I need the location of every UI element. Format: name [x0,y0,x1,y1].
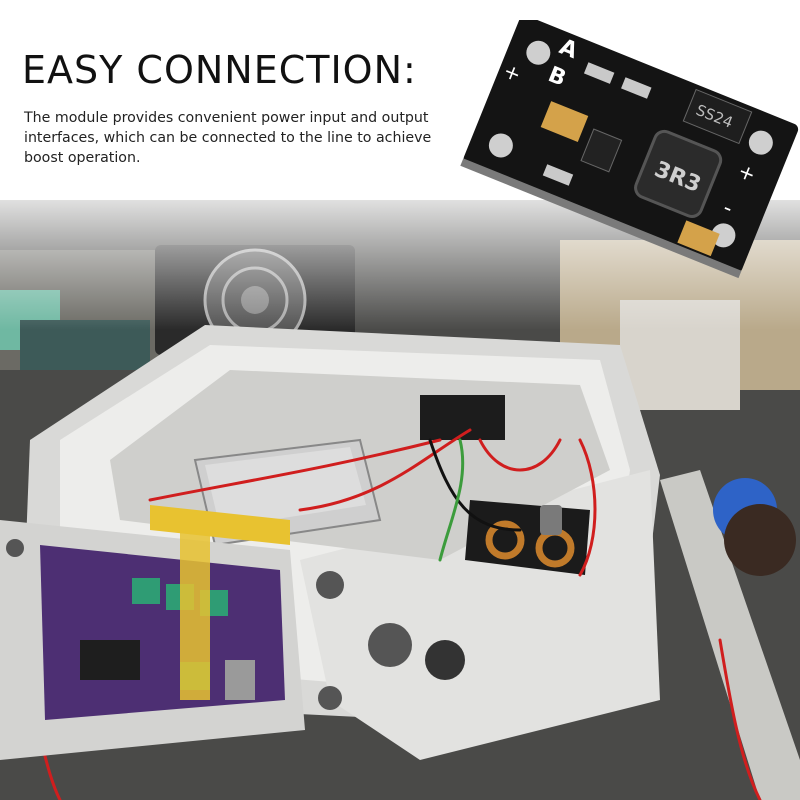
mounting-hole [526,40,551,65]
mounting-hole [748,130,773,155]
rocker-switch [420,395,505,440]
boost-ic [580,128,623,173]
headline: EASY CONNECTION: [22,48,417,92]
inductor [634,129,723,218]
converter-board [465,500,590,575]
description-text: The module provides convenient power inp… [24,110,432,166]
input-capacitor [540,101,589,143]
mounting-hole [488,133,513,158]
mounting-hole [711,223,736,248]
enclosure-lid [0,520,305,760]
schottky-diode [682,88,753,145]
module-board [463,20,799,273]
output-capacitor [677,220,720,257]
boost-module: A B + + - 3R3 SS24 [460,20,799,279]
